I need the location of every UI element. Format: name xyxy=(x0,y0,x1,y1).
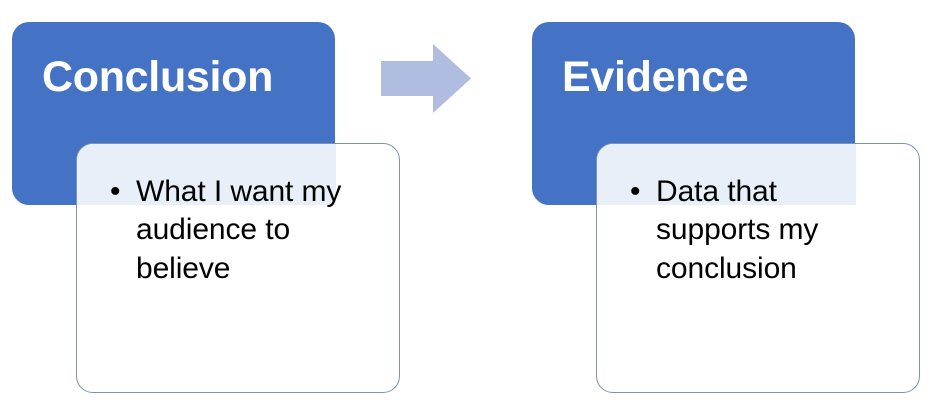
evidence-bullet-list: • Data that supports my conclusion xyxy=(622,173,897,288)
list-item: • What I want my audience to believe xyxy=(102,173,377,288)
conclusion-bullet-list: • What I want my audience to believe xyxy=(102,173,377,288)
evidence-bullet-text: Data that supports my conclusion xyxy=(656,175,819,285)
list-item: • Data that supports my conclusion xyxy=(622,173,897,288)
evidence-body-card[interactable]: • Data that supports my conclusion xyxy=(596,143,920,393)
bullet-point-icon: • xyxy=(110,175,121,208)
conclusion-bullet-text: What I want my audience to believe xyxy=(136,175,342,285)
conclusion-title: Conclusion xyxy=(42,53,274,101)
right-arrow-icon xyxy=(381,44,471,113)
conclusion-body-card[interactable]: • What I want my audience to believe xyxy=(76,143,400,393)
process-step-evidence[interactable]: Evidence • Data that supports my conclus… xyxy=(520,0,930,413)
evidence-title: Evidence xyxy=(562,53,749,101)
process-step-conclusion[interactable]: Conclusion • What I want my audience to … xyxy=(0,0,430,413)
bullet-point-icon: • xyxy=(630,175,641,208)
